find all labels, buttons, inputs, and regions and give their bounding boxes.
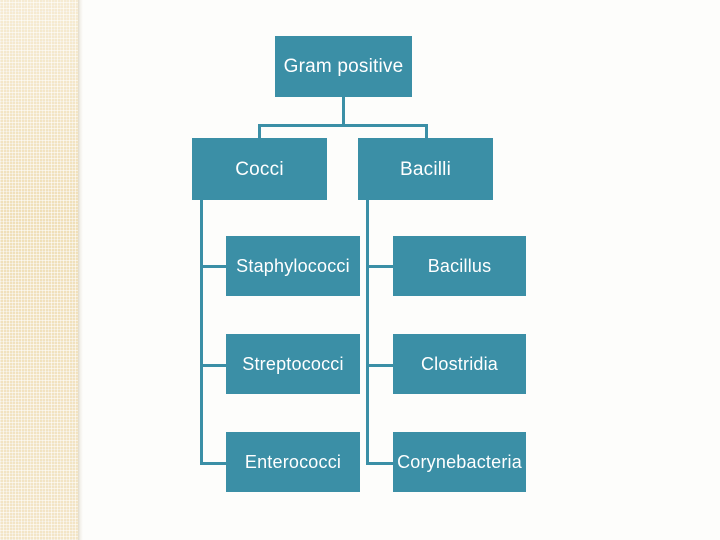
connector-root-stem: [342, 97, 345, 126]
node-streptococci[interactable]: Streptococci: [226, 334, 360, 394]
connector-to-cocci: [258, 124, 261, 139]
node-staphylococci-label: Staphylococci: [236, 256, 350, 276]
node-enterococci[interactable]: Enterococci: [226, 432, 360, 492]
connector-to-bacilli: [425, 124, 428, 139]
node-cocci-label: Cocci: [235, 158, 284, 180]
node-bacilli-label: Bacilli: [399, 158, 452, 180]
node-enterococci-label: Enterococci: [244, 452, 342, 472]
node-clostridia[interactable]: Clostridia: [393, 334, 526, 394]
node-bacillus-label: Bacillus: [427, 256, 492, 276]
node-staphylococci[interactable]: Staphylococci: [226, 236, 360, 296]
node-bacillus[interactable]: Bacillus: [393, 236, 526, 296]
node-corynebacteria[interactable]: Corynebacteria: [393, 432, 526, 492]
connector-cocci-to-streptococci: [200, 364, 227, 367]
node-cocci[interactable]: Cocci: [192, 138, 327, 200]
node-corynebacteria-label: Corynebacteria: [397, 452, 522, 472]
decorative-sidebar-band: [0, 0, 78, 540]
node-streptococci-label: Streptococci: [242, 354, 344, 374]
connector-bacilli-to-corynebacteria: [366, 462, 394, 465]
connector-cocci-to-staphylococci: [200, 265, 227, 268]
connector-cocci-trunk: [200, 200, 203, 465]
node-gram-positive[interactable]: Gram positive: [275, 36, 412, 97]
node-clostridia-label: Clostridia: [420, 354, 499, 374]
sidebar-edge-shadow: [78, 0, 83, 540]
connector-split-bar: [258, 124, 428, 127]
node-bacilli[interactable]: Bacilli: [358, 138, 493, 200]
node-gram-positive-label: Gram positive: [283, 56, 404, 77]
connector-bacilli-to-clostridia: [366, 364, 394, 367]
connector-bacilli-trunk: [366, 200, 369, 465]
connector-bacilli-to-bacillus: [366, 265, 394, 268]
connector-cocci-to-enterococci: [200, 462, 227, 465]
